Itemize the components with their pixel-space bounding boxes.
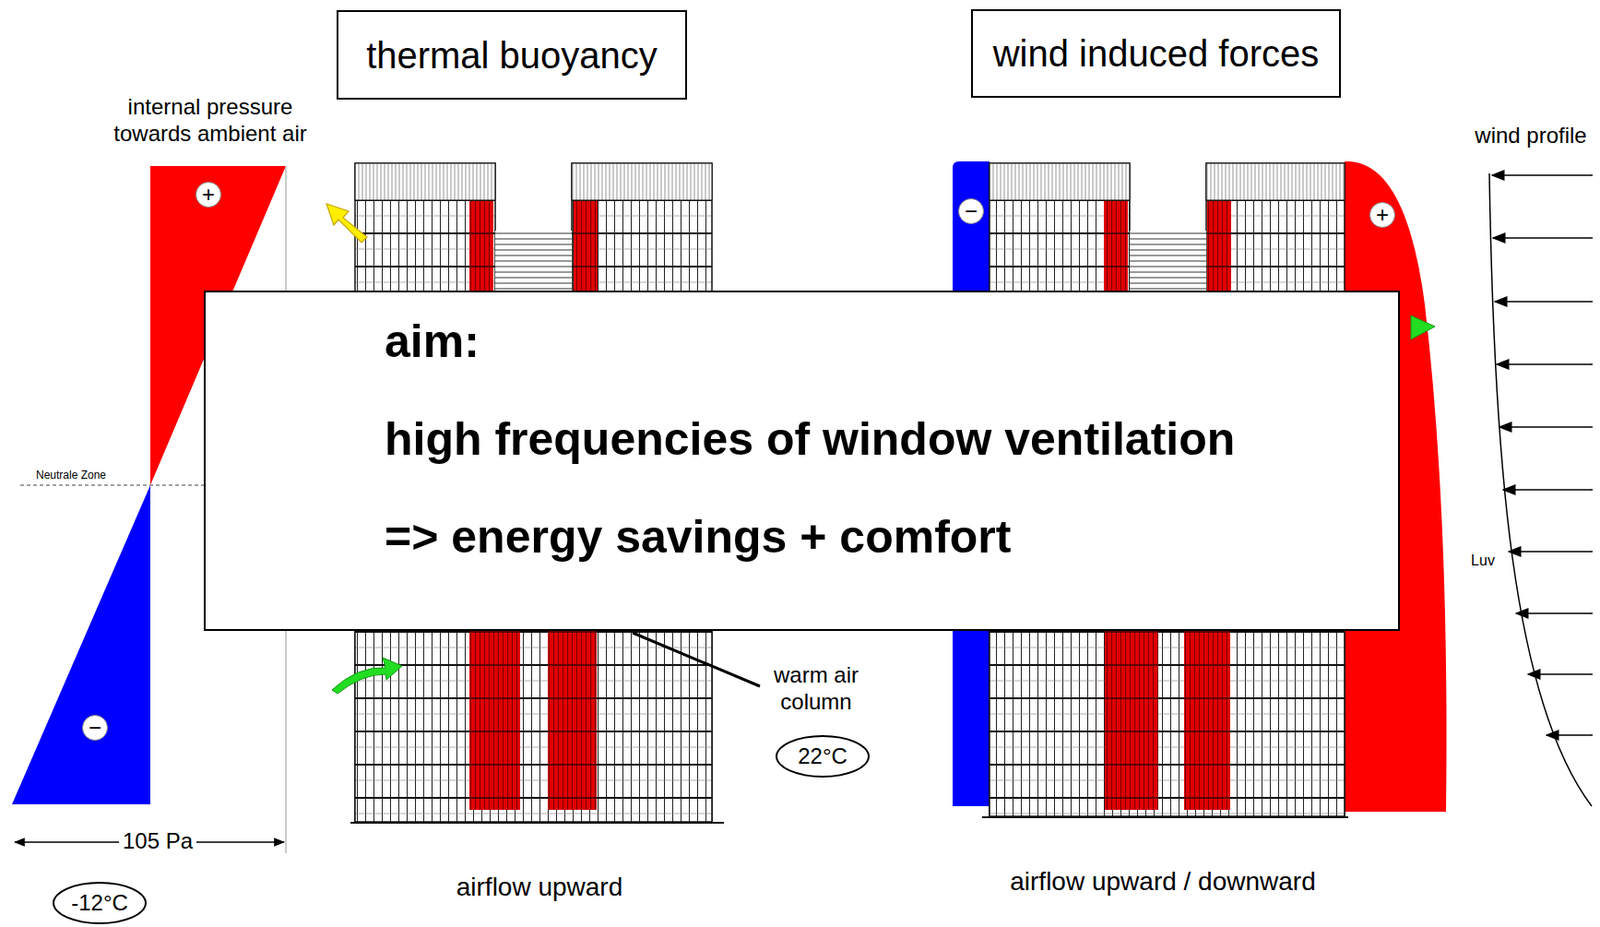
wind-profile — [1489, 173, 1593, 806]
leader-line — [632, 632, 760, 687]
zone-label: Neutrale Zone — [24, 468, 118, 482]
dimension-label: 105 Pa — [118, 828, 197, 854]
aim-heading: aim: — [384, 313, 480, 369]
aim-line: => energy savings + comfort — [384, 509, 1011, 565]
sign-circle: + — [195, 181, 222, 208]
title-box: wind induced forces — [971, 9, 1341, 98]
yellow-arrow — [326, 203, 368, 243]
side-label: Luv — [1464, 551, 1502, 569]
box-text: 22°C — [797, 745, 848, 768]
box-text: wind induced forces — [993, 35, 1320, 72]
sign-symbol: − — [88, 716, 102, 739]
box-text: -12°C — [71, 891, 129, 914]
sign-circle: − — [82, 714, 108, 741]
sign-circle: + — [1369, 201, 1396, 228]
sign-circle: − — [958, 198, 984, 225]
caption-label: airflow upward — [401, 871, 678, 903]
sign-symbol: − — [964, 200, 978, 223]
callout-label: warm air column — [756, 662, 877, 716]
title-box: thermal buoyancy — [336, 10, 688, 100]
temperature-ellipse: 22°C — [775, 734, 870, 778]
green-arrow — [331, 657, 403, 694]
aim-box: aim: high frequencies of window ventilati… — [203, 290, 1400, 631]
box-text: thermal buoyancy — [366, 36, 658, 74]
axis-label: wind profile — [1466, 122, 1596, 150]
axis-label: internal pressure towards ambient air — [99, 94, 321, 148]
aim-line: high frequencies of window ventilation — [384, 411, 1235, 467]
sign-symbol: + — [201, 183, 215, 206]
sign-symbol: + — [1375, 203, 1389, 226]
label-patch: 105 Pa — [116, 828, 200, 855]
temperature-ellipse: -12°C — [52, 881, 147, 925]
caption-label: airflow upward / downward — [978, 865, 1348, 898]
